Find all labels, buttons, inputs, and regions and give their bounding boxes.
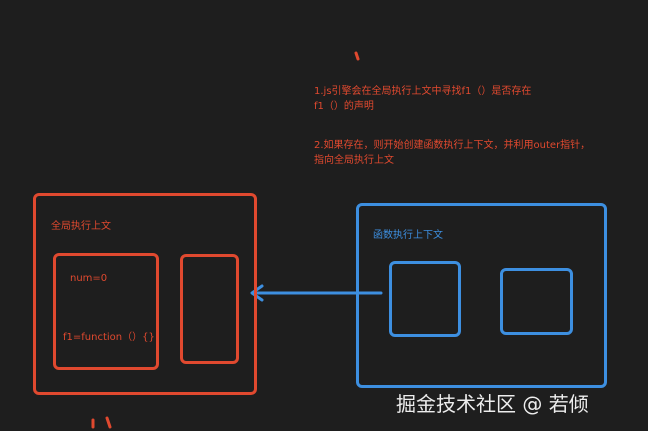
watermark: 掘金技术社区 @ 若倾 <box>396 392 589 416</box>
outer-pointer-arrow <box>250 284 383 302</box>
note-line-2b: 指向全局执行上文 <box>314 155 394 166</box>
var-num: num=0 <box>70 273 108 284</box>
variable-environment-box <box>53 253 159 370</box>
global-context-title: 全局执行上文 <box>51 221 111 232</box>
note-line-2a: 2.如果存在，则开始创建函数执行上下文，并利用outer指针， <box>314 140 591 151</box>
function-context-box <box>356 203 607 388</box>
function-env-box-1 <box>389 261 461 337</box>
function-context-title: 函数执行上下文 <box>373 230 443 241</box>
stray-mark-top <box>354 51 360 61</box>
function-env-box-2 <box>500 268 573 335</box>
stray-mark-bottom-2 <box>105 416 112 429</box>
lexical-environment-box <box>180 254 239 364</box>
note-line-1b: f1（）的声明 <box>314 101 374 112</box>
global-context-box <box>33 193 257 395</box>
var-f1: f1=function（）{} <box>63 332 155 343</box>
note-line-1a: 1.js引擎会在全局执行上文中寻找f1（）是否存在 <box>314 86 532 97</box>
